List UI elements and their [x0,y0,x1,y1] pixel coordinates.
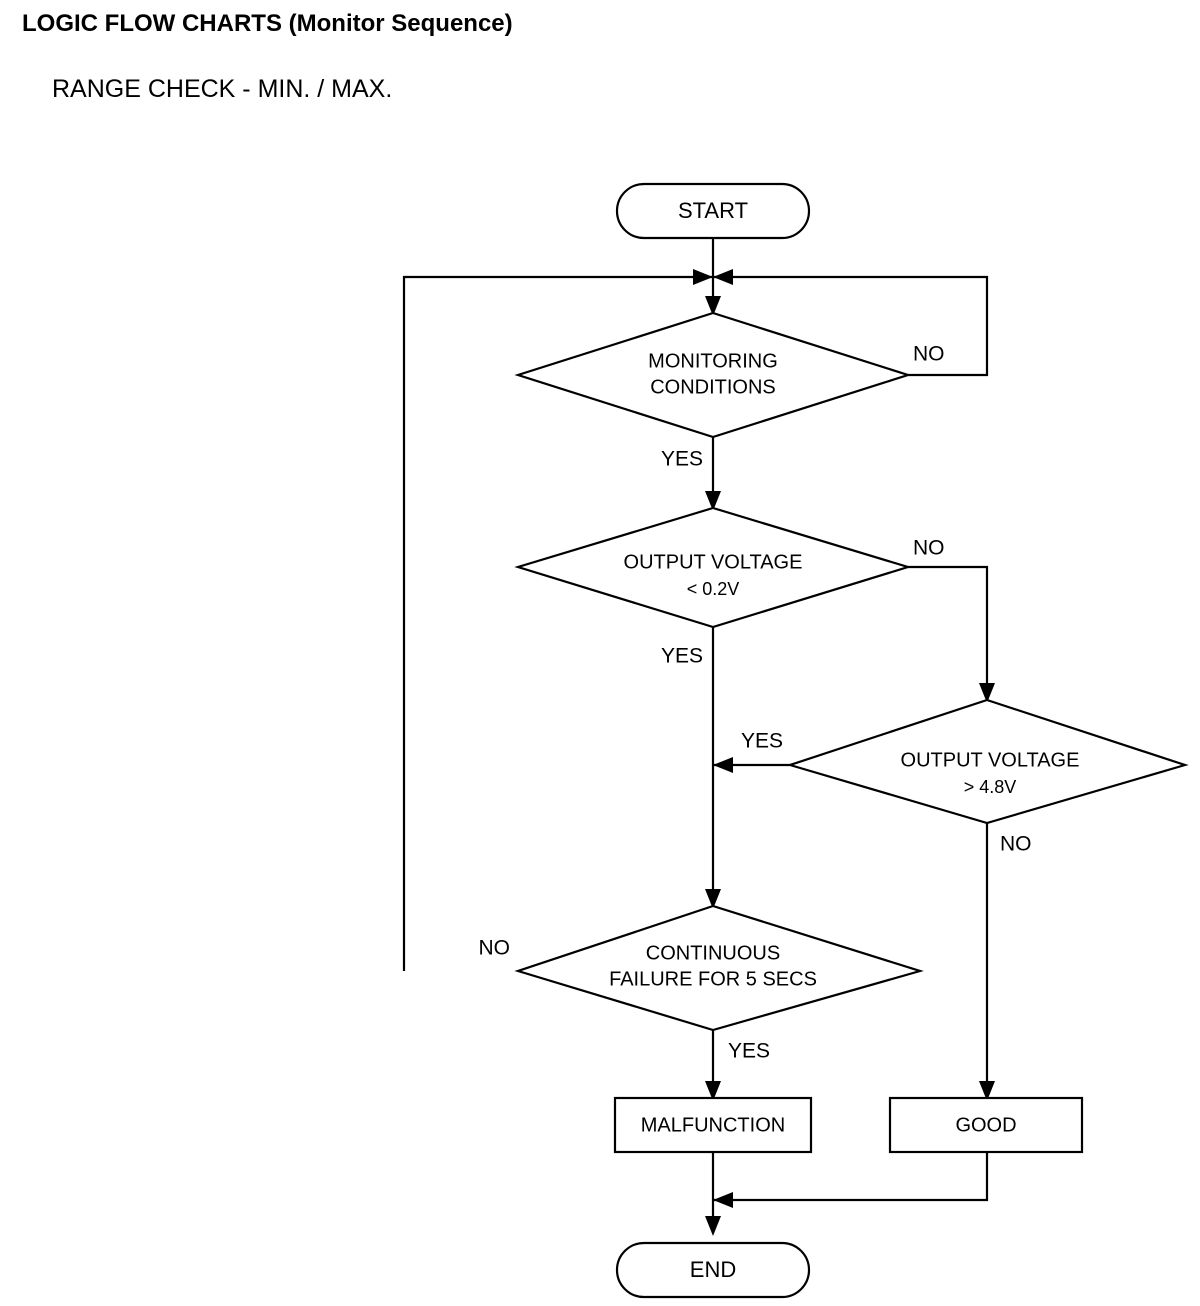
node-malfunction[interactable] [613,1096,813,1154]
edge-label-continuous-no: NO [479,937,511,960]
connector-good-to-end [713,1152,989,1202]
node-start[interactable] [615,182,811,240]
arrowhead-into-continuous [705,889,721,909]
node-start-label: START [678,198,748,223]
node-good-label: GOOD [955,1114,1016,1136]
node-output-voltage-min[interactable] [514,506,912,629]
arrowhead-into-end [705,1216,721,1236]
arrowhead-into-malfunction [705,1081,721,1101]
page-subtitle: RANGE CHECK - MIN. / MAX. [52,75,393,103]
node-volt-min-line2: < 0.2V [687,579,740,599]
node-good[interactable] [888,1096,1084,1154]
node-end[interactable] [615,1241,811,1299]
connector-continuous-no-loop [402,275,713,971]
edge-label-volt-min-no: NO [913,537,945,560]
arrowhead-volt-max-yes [713,757,733,773]
node-malfunction-label: MALFUNCTION [641,1114,785,1136]
arrowhead-good-merge [713,1192,733,1208]
node-volt-max-line2: > 4.8V [964,777,1017,797]
node-continuous-line2: FAILURE FOR 5 SECS [609,968,817,990]
node-continuous-line1: CONTINUOUS [646,942,780,964]
edge-label-volt-max-yes: YES [741,730,783,753]
node-volt-min-line1: OUTPUT VOLTAGE [624,551,803,573]
edge-label-monitoring-no: NO [913,343,945,366]
arrowhead-into-good [979,1081,995,1101]
connector-volt-min-no [908,565,989,700]
arrowhead-left-into-junction [693,269,713,285]
node-output-voltage-max[interactable] [786,698,1189,825]
node-monitoring-line1: MONITORING [648,350,778,372]
arrowhead-into-monitoring [705,296,721,316]
arrowhead-into-volt-max [979,683,995,703]
node-continuous-failure[interactable] [514,904,924,1032]
edge-label-monitoring-yes: YES [661,448,703,471]
connector-monitoring-no-loop [713,275,989,377]
node-monitoring-conditions[interactable] [514,311,912,439]
node-volt-max-line1: OUTPUT VOLTAGE [901,749,1080,771]
arrowhead-into-volt-min [705,491,721,511]
edge-label-continuous-yes: YES [728,1040,770,1063]
node-monitoring-line2: CONDITIONS [650,376,776,398]
edge-label-volt-max-no: NO [1000,833,1032,856]
arrowhead-right-into-junction [713,269,733,285]
node-end-label: END [690,1257,736,1282]
page-title: LOGIC FLOW CHARTS (Monitor Sequence) [22,10,513,37]
edge-label-volt-min-yes: YES [661,645,703,668]
